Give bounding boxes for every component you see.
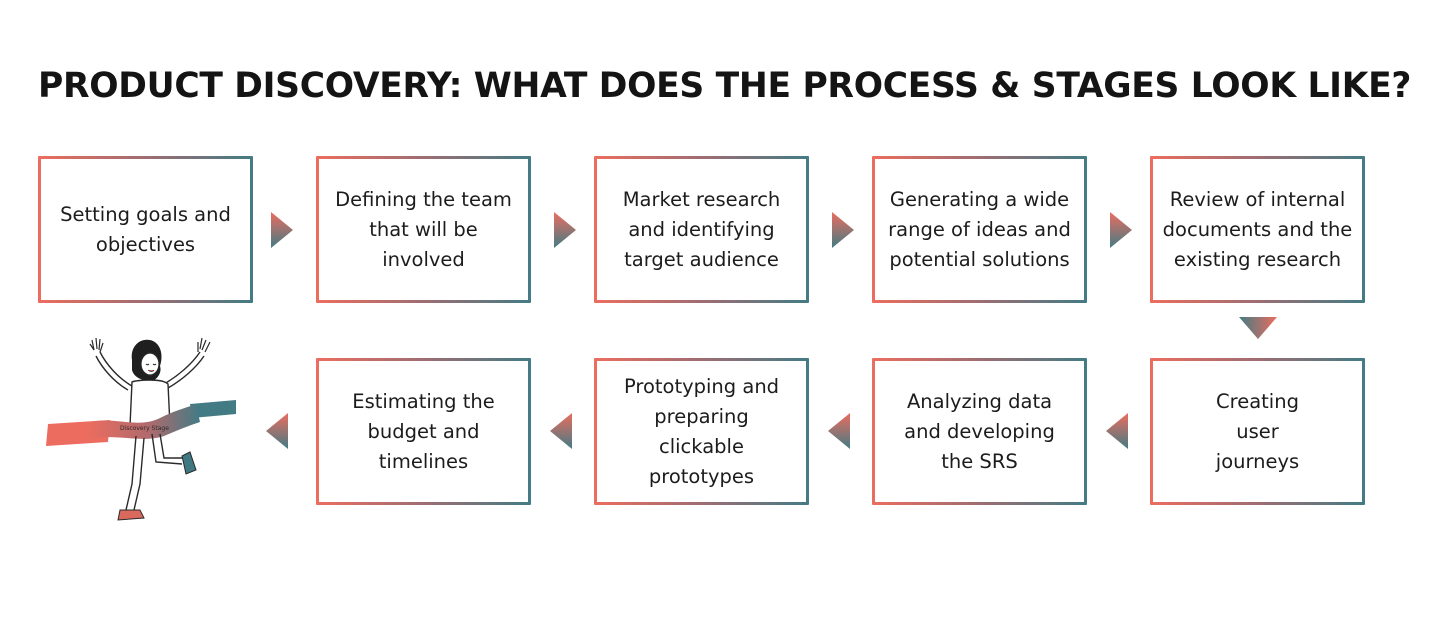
step-9: Estimating the budget and timelines bbox=[316, 358, 531, 505]
arrow-right-icon bbox=[1110, 212, 1132, 248]
arrow-left-icon bbox=[266, 413, 288, 449]
left-shoe bbox=[117, 509, 145, 521]
step-6: Creating user journeys bbox=[1150, 358, 1365, 505]
step-7: Analyzing data and developing the SRS bbox=[872, 358, 1087, 505]
step-5-label: Review of internal documents and the exi… bbox=[1162, 187, 1353, 271]
step-4-label: Generating a wide range of ideas and pot… bbox=[888, 187, 1071, 271]
page-title: PRODUCT DISCOVERY: WHAT DOES THE PROCESS… bbox=[38, 66, 1412, 106]
step-8: Prototyping and preparing clickable prot… bbox=[594, 358, 809, 505]
arrow-right-icon bbox=[832, 212, 854, 248]
step-3-label: Market research and identifying target a… bbox=[622, 187, 781, 271]
step-2: Defining the team that will be involved bbox=[316, 156, 531, 303]
arrow-right-icon bbox=[554, 212, 576, 248]
step-2-label: Defining the team that will be involved bbox=[335, 187, 512, 271]
step-8-label: Prototyping and preparing clickable prot… bbox=[623, 374, 780, 488]
step-5: Review of internal documents and the exi… bbox=[1150, 156, 1365, 303]
ribbon-label: Discovery Stage bbox=[120, 425, 169, 432]
ribbon-front bbox=[86, 404, 200, 440]
right-shoe bbox=[181, 451, 197, 475]
arrow-right-icon bbox=[271, 212, 293, 248]
face bbox=[140, 352, 160, 376]
finish-line-illustration: Discovery Stage bbox=[46, 337, 236, 521]
arrow-left-icon bbox=[1106, 413, 1128, 449]
arrow-left-icon bbox=[828, 413, 850, 449]
arrow-left-icon bbox=[550, 413, 572, 449]
step-6-label: Creating user journeys bbox=[1215, 389, 1300, 473]
step-1-label: Setting goals and objectives bbox=[60, 202, 231, 256]
ribbon-right bbox=[190, 400, 236, 418]
left-hand bbox=[89, 337, 104, 353]
step-9-label: Estimating the budget and timelines bbox=[352, 389, 495, 473]
arrow-down-icon bbox=[1239, 317, 1277, 339]
step-3: Market research and identifying target a… bbox=[594, 156, 809, 303]
right-hand bbox=[197, 337, 211, 353]
step-1: Setting goals and objectives bbox=[38, 156, 253, 303]
step-7-label: Analyzing data and developing the SRS bbox=[904, 389, 1055, 473]
step-4: Generating a wide range of ideas and pot… bbox=[872, 156, 1087, 303]
